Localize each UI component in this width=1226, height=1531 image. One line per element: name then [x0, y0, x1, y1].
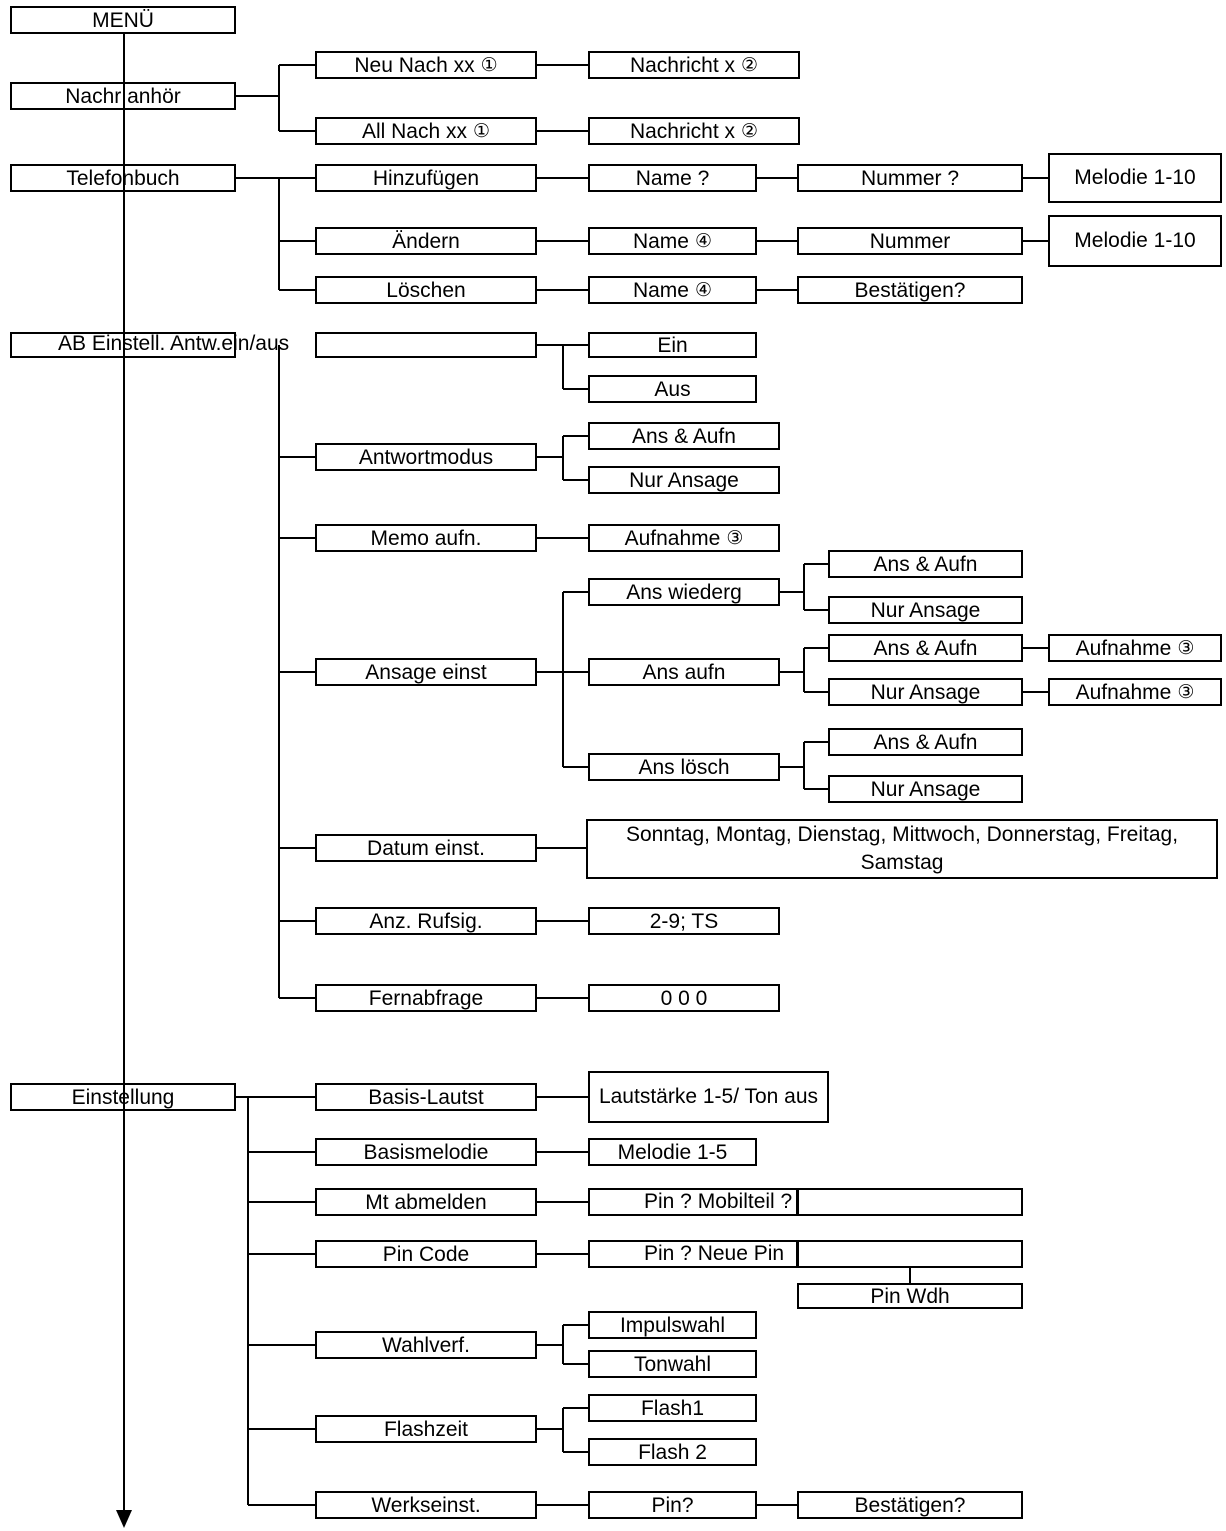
- node-mt-abmelden: Mt abmelden: [315, 1188, 537, 1216]
- node-wahlverf: Wahlverf.: [315, 1331, 537, 1359]
- node-pin-neue-pin-b: [797, 1240, 1023, 1268]
- node-pin-q: Pin?: [588, 1491, 757, 1519]
- label-pin-mobilteil: Pin ? Mobilteil ?: [644, 1190, 793, 1213]
- node-ans-aufn-3: Ans & Aufn: [828, 634, 1023, 662]
- marker-2: ②: [740, 54, 759, 76]
- node-ans-wiederg: Ans wiederg: [588, 578, 780, 606]
- node-label: Aufnahme: [1075, 680, 1172, 704]
- node-tonwahl: Tonwahl: [588, 1350, 757, 1378]
- node-antw-ein-aus: [315, 332, 537, 358]
- node-label: Nachricht x: [629, 119, 735, 143]
- node-nur-ansage-1: Nur Ansage: [588, 466, 780, 494]
- node-melodie-1-5: Melodie 1-5: [588, 1138, 757, 1166]
- node-label: Aufnahme: [624, 526, 721, 550]
- node-label: Name: [632, 229, 689, 253]
- node-label: Nachricht x: [629, 53, 735, 77]
- node-ans-aufn-1: Ans & Aufn: [588, 422, 780, 450]
- node-nur-ansage-4: Nur Ansage: [828, 775, 1023, 803]
- node-ans-loesch: Ans lösch: [588, 753, 780, 781]
- node-name-q: Name ?: [588, 164, 757, 192]
- label-ab-einstell: AB Einstell. Antw.ein/aus: [58, 332, 290, 355]
- node-datum-einst: Datum einst.: [315, 834, 537, 862]
- node-aus: Aus: [588, 375, 757, 403]
- node-aendern: Ändern: [315, 227, 537, 255]
- node-pin-code: Pin Code: [315, 1240, 537, 1268]
- node-label: Neu Nach xx: [354, 53, 475, 77]
- marker-3: ③: [726, 527, 744, 549]
- node-melodie-1: Melodie 1-10: [1048, 153, 1222, 203]
- node-label: Aufnahme: [1075, 636, 1172, 660]
- node-ab-einstell: [10, 332, 236, 358]
- node-nur-ansage-2: Nur Ansage: [828, 596, 1023, 624]
- node-pin-wdh: Pin Wdh: [797, 1283, 1023, 1309]
- node-lautstaerke: Lautstärke 1-5/ Ton aus: [588, 1071, 829, 1123]
- node-fernabfrage: Fernabfrage: [315, 984, 537, 1012]
- node-loeschen: Löschen: [315, 276, 537, 304]
- node-bestaetigen-2: Bestätigen?: [797, 1491, 1023, 1519]
- node-nummer-q: Nummer ?: [797, 164, 1023, 192]
- node-ein: Ein: [588, 332, 757, 358]
- node-flash2: Flash 2: [588, 1438, 757, 1466]
- node-hinzufuegen: Hinzufügen: [315, 164, 537, 192]
- node-werkseinst: Werkseinst.: [315, 1491, 537, 1519]
- node-einstellung: Einstellung: [10, 1083, 236, 1111]
- node-menu: MENÜ: [10, 6, 236, 34]
- node-wochentage: Sonntag, Montag, Dienstag, Mittwoch, Don…: [586, 819, 1218, 879]
- node-fern-value: 0 0 0: [588, 984, 780, 1012]
- marker-1: ①: [472, 120, 491, 142]
- node-pin-mobilteil-b: [797, 1188, 1023, 1216]
- marker-1: ①: [480, 54, 498, 76]
- label-pin-neue-pin: Pin ? Neue Pin: [644, 1242, 785, 1265]
- marker-4: ④: [694, 230, 713, 252]
- node-ans-aufn-4: Ans & Aufn: [828, 728, 1023, 756]
- node-ans-aufn-item: Ans aufn: [588, 658, 780, 686]
- node-flash1: Flash1: [588, 1394, 757, 1422]
- node-nachr-anhoer: Nachr anhör: [10, 82, 236, 110]
- node-ansage-einst: Ansage einst: [315, 658, 537, 686]
- marker-2: ②: [740, 120, 759, 142]
- node-ans-aufn-2: Ans & Aufn: [828, 550, 1023, 578]
- marker-3: ③: [1177, 637, 1195, 659]
- node-basismelodie: Basismelodie: [315, 1138, 537, 1166]
- node-flashzeit: Flashzeit: [315, 1415, 537, 1443]
- marker-3: ③: [1177, 681, 1195, 703]
- node-nummer: Nummer: [797, 227, 1023, 255]
- marker-4: ④: [694, 279, 713, 301]
- node-antwortmodus: Antwortmodus: [315, 443, 537, 471]
- node-nur-ansage-3: Nur Ansage: [828, 678, 1023, 706]
- node-anz-rufsig: Anz. Rufsig.: [315, 907, 537, 935]
- node-rufsig-value: 2-9; TS: [588, 907, 780, 935]
- node-label: All Nach xx: [361, 119, 467, 143]
- node-bestaetigen-1: Bestätigen?: [797, 276, 1023, 304]
- node-impulswahl: Impulswahl: [588, 1311, 757, 1339]
- node-memo-aufn: Memo aufn.: [315, 524, 537, 552]
- node-telefonbuch: Telefonbuch: [10, 164, 236, 192]
- node-melodie-2: Melodie 1-10: [1048, 215, 1222, 267]
- node-basis-lautst: Basis-Lautst: [315, 1083, 537, 1111]
- arrow-down-icon: [116, 1510, 132, 1528]
- node-label: Name: [632, 278, 689, 302]
